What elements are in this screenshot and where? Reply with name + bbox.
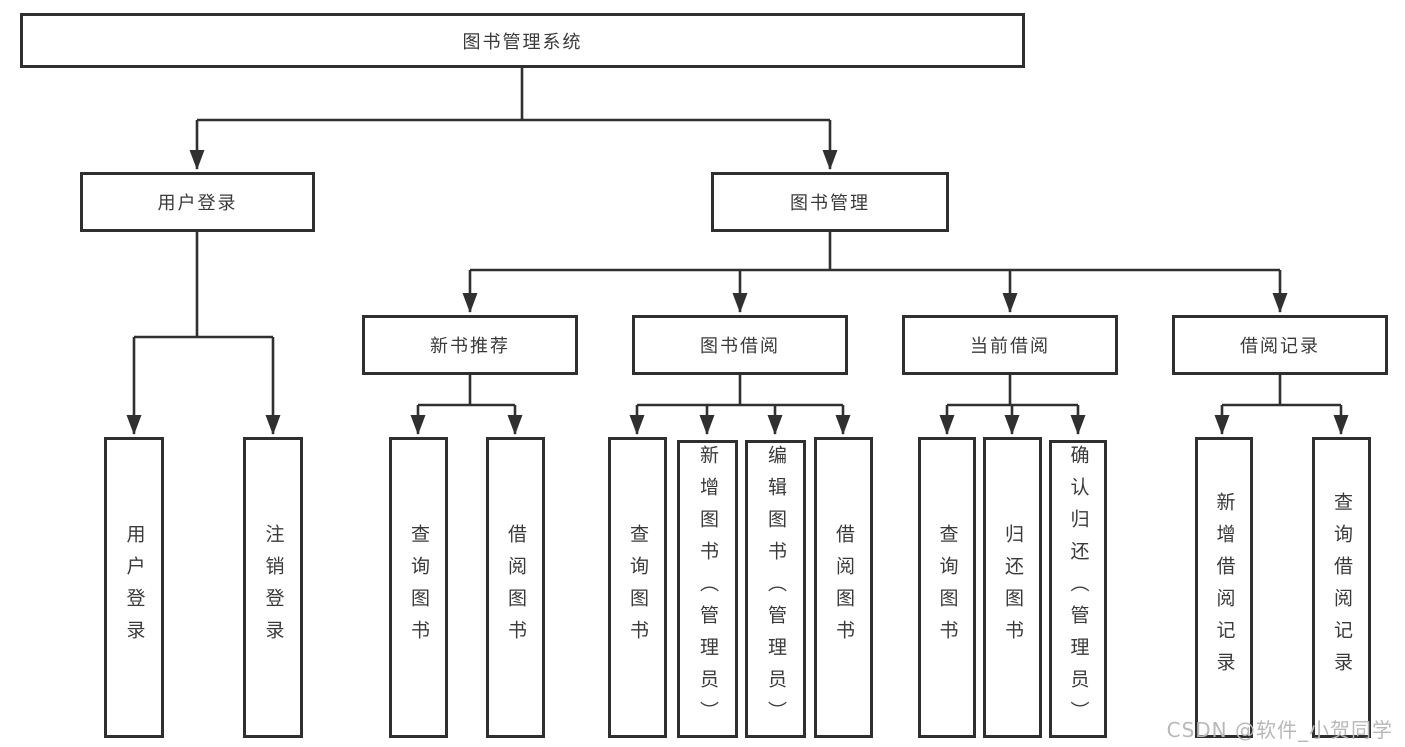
node-library-system-label: 图书管理系统 bbox=[462, 31, 583, 53]
leaf-query-books-current-label: 查询图书 bbox=[936, 523, 959, 652]
leaf-logout: 注销登录 bbox=[243, 437, 303, 738]
connector-root-to-level2 bbox=[189, 68, 838, 170]
node-library-system: 图书管理系统 bbox=[20, 13, 1025, 68]
node-book-management: 图书管理 bbox=[711, 172, 949, 232]
connector-current-borrow-children bbox=[939, 375, 1086, 435]
leaf-user-login-label: 用户登录 bbox=[123, 523, 146, 652]
leaf-query-borrow-record-label: 查询借阅记录 bbox=[1331, 491, 1353, 684]
leaf-edit-book-admin: 编辑图书（管理员） bbox=[745, 440, 806, 738]
connector-user-login-children bbox=[126, 232, 281, 435]
leaf-add-borrow-record: 新增借阅记录 bbox=[1195, 437, 1253, 738]
leaf-confirm-return-admin-label: 确认归还（管理员） bbox=[1067, 445, 1090, 733]
leaf-query-books-current: 查询图书 bbox=[918, 437, 976, 738]
node-current-borrow-label: 当前借阅 bbox=[970, 336, 1050, 357]
leaf-confirm-return-admin: 确认归还（管理员） bbox=[1049, 440, 1107, 738]
node-current-borrow: 当前借阅 bbox=[902, 315, 1118, 375]
connector-book-management-children bbox=[462, 232, 1288, 313]
node-book-borrow: 图书借阅 bbox=[632, 315, 848, 375]
leaf-borrow-books-borrow: 借阅图书 bbox=[814, 437, 873, 738]
leaf-borrow-books-recommend-label: 借阅图书 bbox=[505, 523, 527, 652]
leaf-borrow-books-recommend: 借阅图书 bbox=[486, 437, 545, 738]
node-new-book-recommend: 新书推荐 bbox=[362, 315, 578, 375]
leaf-edit-book-admin-label: 编辑图书（管理员） bbox=[765, 445, 787, 733]
leaf-return-books-label: 归还图书 bbox=[1002, 523, 1024, 652]
leaf-return-books: 归还图书 bbox=[983, 437, 1042, 738]
leaf-borrow-books-borrow-label: 借阅图书 bbox=[833, 523, 855, 652]
leaf-query-books-borrow-label: 查询图书 bbox=[627, 523, 649, 652]
node-user-login-label: 用户登录 bbox=[157, 193, 238, 214]
node-borrow-records-label: 借阅记录 bbox=[1240, 336, 1320, 357]
connector-borrow-records-children bbox=[1214, 375, 1349, 435]
leaf-query-borrow-record: 查询借阅记录 bbox=[1312, 437, 1371, 738]
node-book-management-label: 图书管理 bbox=[790, 193, 870, 214]
connector-new-book-recommend-children bbox=[410, 375, 523, 435]
node-user-login: 用户登录 bbox=[80, 172, 315, 232]
leaf-add-book-admin-label: 新增图书（管理员） bbox=[697, 445, 719, 733]
leaf-query-books-recommend-label: 查询图书 bbox=[408, 523, 430, 652]
node-borrow-records: 借阅记录 bbox=[1172, 315, 1388, 375]
watermark-text: CSDN @软件_小贺同学 bbox=[1166, 718, 1393, 742]
node-new-book-recommend-label: 新书推荐 bbox=[430, 336, 510, 357]
leaf-add-borrow-record-label: 新增借阅记录 bbox=[1213, 491, 1236, 684]
leaf-user-login: 用户登录 bbox=[104, 437, 164, 738]
leaf-query-books-recommend: 查询图书 bbox=[389, 437, 448, 738]
connector-book-borrow-children bbox=[629, 375, 851, 435]
leaf-logout-label: 注销登录 bbox=[262, 523, 285, 652]
leaf-query-books-borrow: 查询图书 bbox=[608, 437, 667, 738]
node-book-borrow-label: 图书借阅 bbox=[700, 336, 780, 357]
leaf-add-book-admin: 新增图书（管理员） bbox=[677, 440, 738, 738]
